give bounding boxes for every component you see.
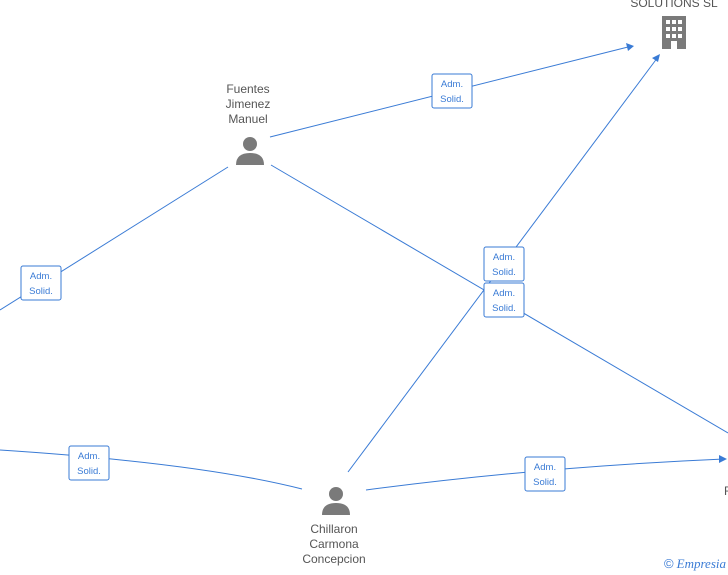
person-name-line: Carmona bbox=[309, 537, 359, 551]
relation-badge[interactable]: Adm. Solid. bbox=[431, 73, 473, 109]
edge-left-chillaron bbox=[0, 449, 303, 490]
badge-line-2: Solid. bbox=[492, 303, 516, 314]
person-node-chillaron[interactable]: Chillaron Carmona Concepcion bbox=[302, 487, 366, 566]
relation-badge[interactable]: Adm. Solid. bbox=[483, 246, 525, 282]
badge-line-2: Solid. bbox=[29, 286, 53, 297]
person-icon bbox=[322, 487, 350, 515]
person-name-line: Jimenez bbox=[226, 97, 271, 111]
person-name-line: Manuel bbox=[228, 112, 267, 126]
relation-badge[interactable]: Adm. Solid. bbox=[68, 445, 110, 481]
company-label: SOLUTIONS SL bbox=[630, 0, 718, 10]
badge-line-1: Adm. bbox=[534, 462, 556, 473]
relation-badge[interactable]: Adm. Solid. bbox=[483, 282, 525, 318]
building-icon bbox=[662, 16, 686, 49]
edges bbox=[0, 43, 728, 491]
badge-line-1: Adm. bbox=[441, 79, 463, 90]
badge-line-2: Solid. bbox=[533, 477, 557, 488]
badge-line-1: Adm. bbox=[78, 451, 100, 462]
empresia-watermark: ©Empresia bbox=[664, 556, 726, 572]
brand-initial: E bbox=[676, 556, 685, 571]
brand-name: mpresia bbox=[684, 556, 726, 571]
person-name-line: Fuentes bbox=[226, 82, 269, 96]
partial-node-label: F bbox=[724, 484, 728, 498]
badge-line-1: Adm. bbox=[30, 271, 52, 282]
badge-line-2: Solid. bbox=[440, 94, 464, 105]
relation-badge[interactable]: Adm. Solid. bbox=[524, 456, 566, 492]
badge-line-1: Adm. bbox=[493, 252, 515, 263]
badge-line-2: Solid. bbox=[77, 466, 101, 477]
arrowhead-company-2 bbox=[652, 54, 660, 62]
company-node[interactable]: SOLUTIONS SL bbox=[630, 0, 718, 49]
person-name-line: Concepcion bbox=[302, 552, 365, 566]
person-node-fuentes[interactable]: Fuentes Jimenez Manuel bbox=[226, 82, 271, 165]
badge-line-1: Adm. bbox=[493, 288, 515, 299]
person-icon bbox=[236, 137, 264, 165]
person-name-line: Chillaron bbox=[310, 522, 357, 536]
arrowhead-company-1 bbox=[626, 43, 634, 51]
relation-badge[interactable]: Adm. Solid. bbox=[20, 265, 62, 301]
copyright-icon: © bbox=[664, 556, 674, 571]
arrowhead-right bbox=[719, 455, 727, 463]
badge-line-2: Solid. bbox=[492, 267, 516, 278]
